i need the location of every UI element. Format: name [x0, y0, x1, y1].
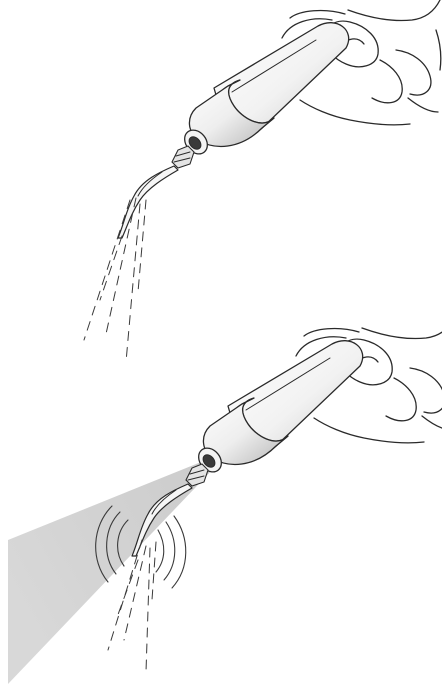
- panel-scaler-with-light: [8, 318, 442, 684]
- panel-scaler-without-light: [84, 0, 441, 362]
- handpiece-bottom: [132, 318, 442, 556]
- handpiece-top: [118, 0, 441, 238]
- water-spray-top: [84, 198, 146, 362]
